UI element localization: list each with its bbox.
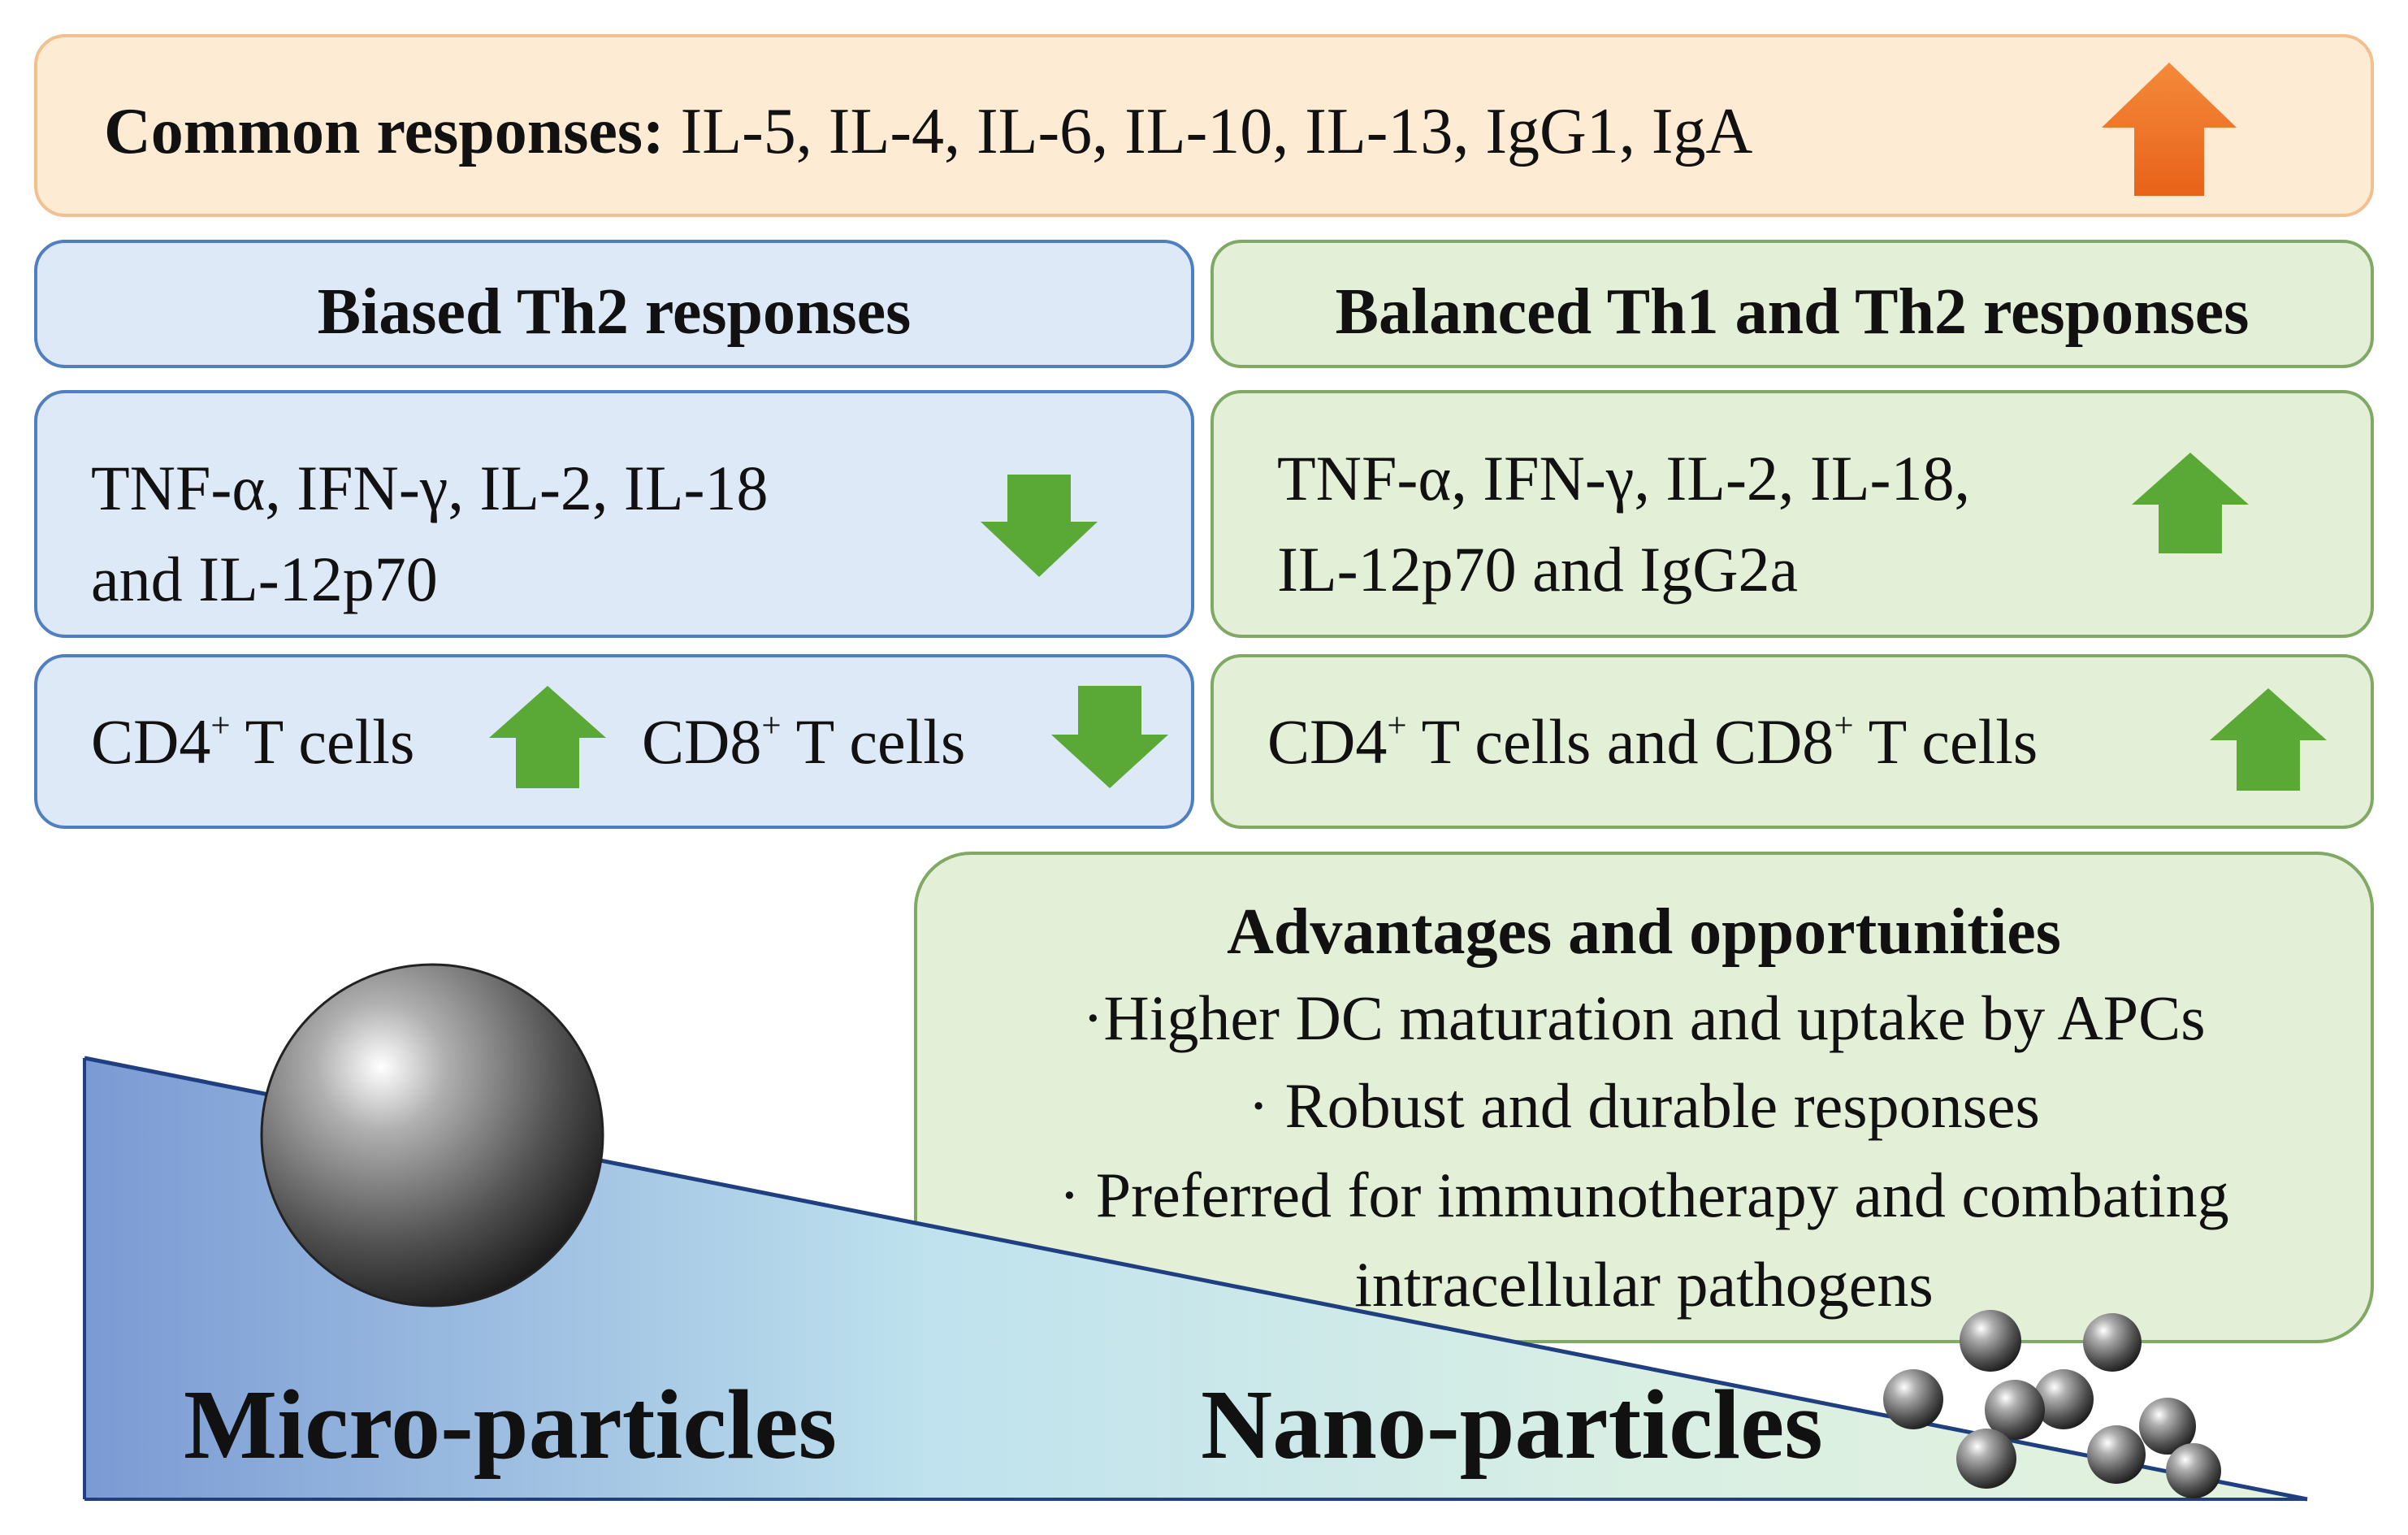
right-tcells-box: [1210, 654, 2374, 829]
arrow-up-icon: [2132, 453, 2249, 553]
nano-particles-label: Nano-particles: [1201, 1370, 1823, 1480]
tcells-and-cd8-label: T cells and CD8: [1406, 706, 1834, 777]
arrow-up-icon: [2102, 63, 2237, 196]
biased-th2-header-box: [34, 240, 1194, 368]
left-cytokines-line1: TNF-α, IFN-γ, IL-2, IL-18: [91, 453, 769, 523]
balanced-th1-th2-header-box: [1210, 240, 2374, 368]
left-cytokines-line2: and IL-12p70: [91, 544, 438, 614]
left-cytokines-box: [34, 390, 1194, 638]
advantages-title: Advantages and opportunities: [1227, 896, 2061, 968]
cd4-tcells-label: T cells: [230, 706, 415, 777]
cd8-tcells-label: T cells: [1853, 706, 2038, 777]
cd4-label: CD4: [91, 706, 211, 777]
cd8-label: CD8: [642, 706, 762, 777]
advantages-box: [914, 852, 2374, 1343]
arrow-up-icon: [489, 686, 606, 788]
right-cd4-cd8-tcells: CD4+ T cells and CD8+ T cells: [1267, 709, 2038, 775]
cd4-label: CD4: [1267, 706, 1388, 777]
common-responses-text: Common responses: IL-5, IL-4, IL-6, IL-1…: [104, 98, 1752, 166]
balanced-th1-th2-header: Balanced Th1 and Th2 responses: [1335, 276, 2250, 348]
cd8-tcells-label: T cells: [781, 706, 966, 777]
left-cd4-tcells: CD4+ T cells: [91, 709, 414, 775]
advantage-item-3-continuation: intracellular pathogens: [1354, 1249, 1934, 1320]
cd8-sup: +: [1834, 706, 1854, 745]
nano-particles-cluster: [1883, 1310, 2221, 1498]
arrow-down-icon: [981, 475, 1098, 577]
advantage-item-1: ·Higher DC maturation and uptake by APCs: [1082, 982, 2206, 1053]
advantage-item-2: · Robust and durable responses: [1248, 1070, 2040, 1141]
advantage-item-3: · Preferred for immunotherapy and combat…: [1059, 1160, 2229, 1230]
left-cd8-tcells: CD8+ T cells: [642, 709, 965, 775]
right-cytokines-box: [1210, 390, 2374, 638]
common-responses-box: [34, 34, 2374, 217]
common-responses-items: IL-5, IL-4, IL-6, IL-10, IL-13, IgG1, Ig…: [680, 96, 1753, 167]
micro-particle-sphere: [260, 963, 604, 1307]
cd4-sup: +: [1387, 706, 1407, 745]
left-tcells-box: [34, 654, 1194, 829]
right-cytokines-line1: TNF-α, IFN-γ, IL-2, IL-18,: [1277, 443, 1971, 514]
micro-particles-label: Micro-particles: [184, 1370, 837, 1480]
cd4-sup: +: [210, 706, 231, 745]
cd8-sup: +: [761, 706, 782, 745]
arrow-down-icon: [1051, 686, 1168, 788]
common-responses-label: Common responses:: [104, 96, 665, 167]
biased-th2-header: Biased Th2 responses: [317, 276, 912, 348]
right-cytokines-line2: IL-12p70 and IgG2a: [1277, 534, 1799, 605]
arrow-up-icon: [2210, 688, 2327, 791]
